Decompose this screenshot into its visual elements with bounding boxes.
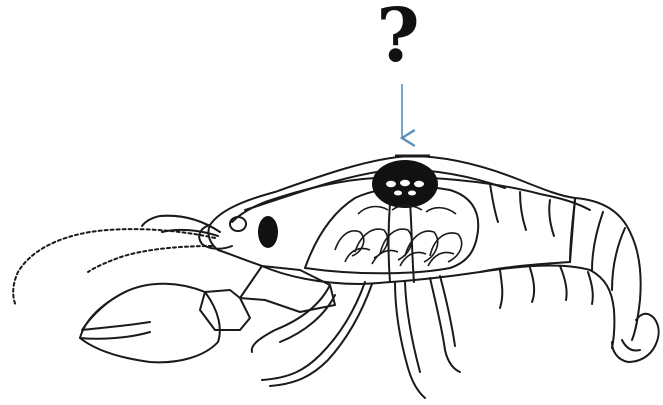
artery-posterior [430, 178, 590, 210]
antenna-long-2 [88, 246, 212, 272]
walking-leg-3 [395, 282, 425, 398]
walking-leg-1b [280, 295, 335, 342]
artery-branch-3 [549, 200, 554, 236]
swimmeret-4 [588, 272, 593, 304]
artery-branch-2 [520, 192, 526, 230]
abdomen-segment-2 [592, 212, 603, 270]
artery-branch-1 [490, 184, 498, 222]
eye [230, 217, 246, 231]
swimmeret-1 [500, 270, 502, 308]
heart-ostium-1 [386, 181, 396, 187]
abdomen-segment-3 [612, 228, 625, 290]
artery-down-1 [389, 202, 391, 282]
claw-arm [240, 266, 335, 312]
swimmeret-2 [530, 268, 534, 302]
walking-leg-3b [405, 282, 420, 372]
heart-ostium-5 [408, 191, 416, 196]
swimmeret-3 [560, 266, 567, 300]
tail-fan [612, 314, 659, 362]
tail-fan-inner [622, 340, 640, 351]
abdomen-segment-1 [570, 200, 575, 262]
claw-finger [82, 292, 150, 330]
antenna-long [13, 229, 215, 306]
head-organ [258, 216, 278, 248]
heart-ostium-2 [400, 180, 410, 186]
heart-ostium-4 [394, 191, 402, 196]
heart-ostium-3 [414, 181, 424, 187]
gill-filaments [335, 206, 462, 267]
claw-dactyl [80, 332, 150, 339]
